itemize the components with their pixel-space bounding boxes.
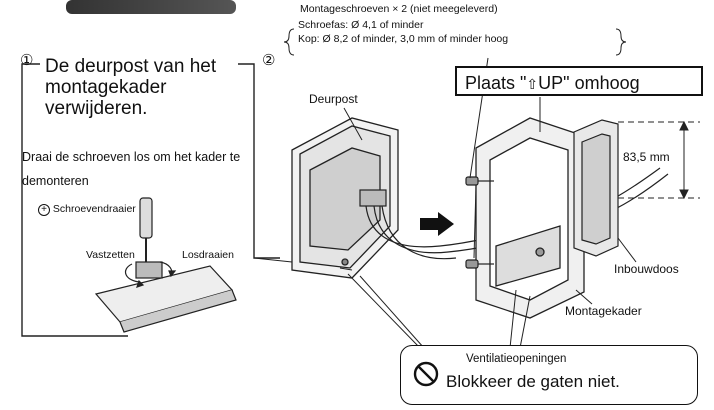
dimension-label: 83,5 mm (623, 150, 670, 164)
warning-box (400, 345, 698, 405)
dimension-lines (618, 120, 700, 200)
step1-description: Draai de schroeven los om het kader te d… (22, 150, 241, 188)
step1-panel-frame (21, 63, 280, 337)
screws-note-line2: Schroefas: Ø 4,1 of minder (298, 19, 424, 31)
step1-leader (253, 257, 293, 263)
tighten-label: Vastzetten (86, 249, 135, 261)
flush-box-label: Inbouwdoos (614, 262, 679, 276)
up-word: UP (538, 73, 564, 93)
mounting-frame (475, 117, 585, 319)
up-prefix: Plaats " (465, 73, 527, 93)
up-arrow-icon: ⇧ (526, 76, 539, 92)
loosen-label: Losdraaien (182, 249, 234, 261)
screws-note-line3: Kop: Ø 8,2 of minder, 3,0 mm of minder h… (298, 33, 509, 45)
up-suffix: " omhoog (563, 73, 640, 93)
doorpost-leader (343, 107, 363, 141)
mounting-screws (465, 176, 494, 269)
warning-message: Blokkeer de gaten niet. (446, 372, 620, 391)
doorpost-unit (291, 117, 399, 279)
doorpost-label: Deurpost (309, 92, 358, 106)
flush-box (573, 119, 619, 257)
screwdriver-text: Schroevendraaier (52, 203, 136, 215)
prohibited-icon (413, 361, 439, 387)
ventilation-leaders (347, 273, 531, 349)
step2-number: ② (262, 52, 276, 69)
phillips-icon: + (38, 204, 50, 216)
up-instruction-box: Plaats "⇧UP" omhoog (455, 66, 703, 96)
step1-title: De deurpost van het montagekader verwijd… (45, 56, 217, 119)
header-bar (66, 0, 236, 14)
step1-number: ① (20, 52, 34, 69)
vents-label: Ventilatieopeningen (466, 353, 567, 365)
direction-arrow (420, 212, 454, 236)
box-leader (617, 237, 637, 263)
screws-note-line1: Montageschroeven × 2 (niet meegeleverd) (300, 3, 498, 15)
mounting-frame-label: Montagekader (565, 304, 642, 318)
screwdriver-label: + Schroevendraaier (38, 203, 136, 216)
frame-leader (575, 289, 593, 305)
screwdriver-illustration (94, 197, 237, 333)
